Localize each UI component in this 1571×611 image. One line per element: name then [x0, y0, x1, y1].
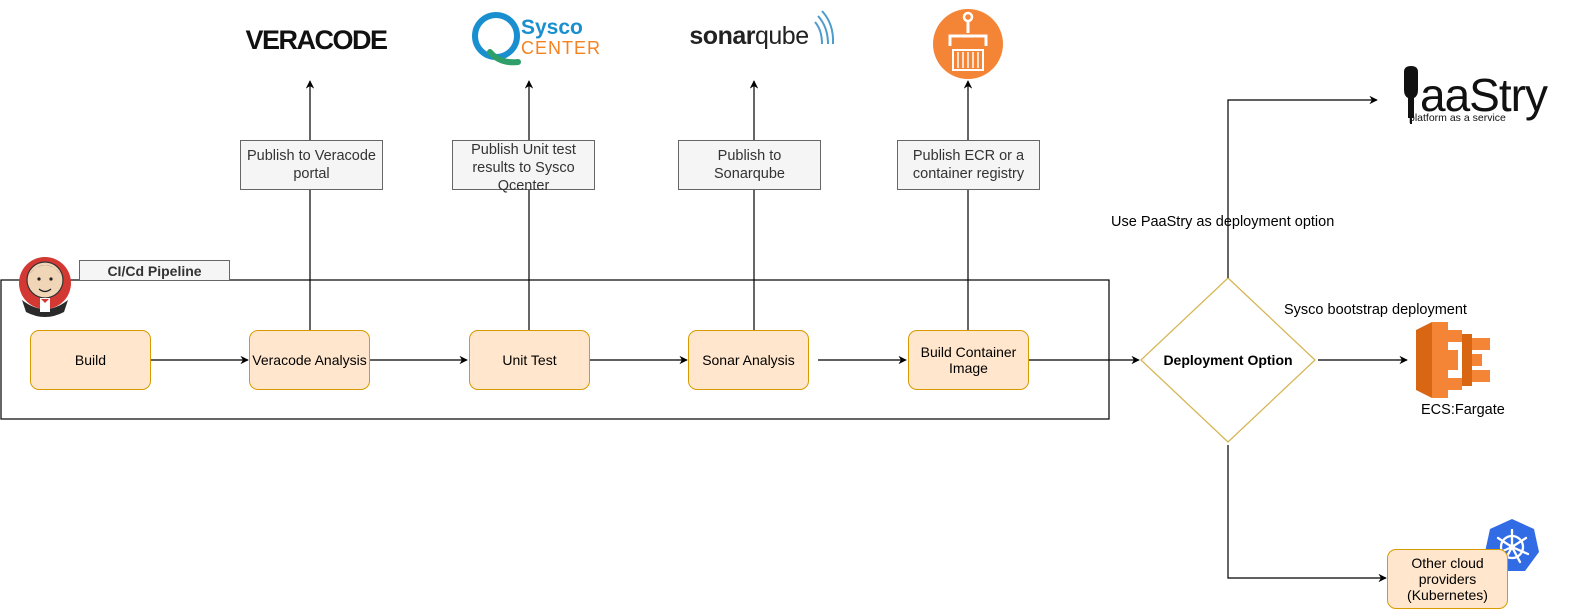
stage-build-label: Build	[74, 352, 107, 368]
stage-veracode-analysis-label: Veracode Analysis	[252, 352, 367, 368]
qcenter-logo: Sysco CENTER	[521, 16, 602, 64]
sonarqube-logo-light: qube	[754, 21, 809, 50]
ecs-fargate-label: ECS:Fargate	[1421, 402, 1505, 418]
note-publish-sonarqube-text: Publish to Sonarqube	[714, 148, 785, 182]
paastry-logo: aaStry platform as a service	[1409, 69, 1548, 138]
edge-label-bootstrap: Sysco bootstrap deployment	[1284, 302, 1467, 318]
stage-veracode-analysis[interactable]: Veracode Analysis	[249, 330, 370, 390]
stage-unit-test-label: Unit Test	[502, 352, 557, 368]
pipeline-title-text: CI/Cd Pipeline	[107, 262, 202, 279]
pipeline-container	[0, 279, 1110, 420]
sonarqube-logo: sonarqube	[682, 18, 816, 54]
note-publish-sonarqube: Publish to Sonarqube	[678, 140, 821, 190]
note-publish-qcenter: Publish Unit test results to Sysco Qcent…	[452, 140, 595, 194]
target-other-cloud-providers[interactable]: Other cloud providers (Kubernetes)	[1387, 549, 1508, 609]
paastry-icon	[1404, 66, 1418, 124]
pipeline-title: CI/Cd Pipeline	[79, 260, 230, 281]
deployment-connectors	[1227, 95, 1408, 583]
stage-build-container-image-label: Build Container Image	[920, 344, 1017, 376]
publish-connectors	[305, 80, 973, 330]
qcenter-logo-ring	[472, 12, 521, 66]
sonarqube-logo-bold: sonar	[689, 21, 755, 50]
note-publish-registry: Publish ECR or a container registry	[897, 140, 1040, 190]
edge-label-paastry: Use PaaStry as deployment option	[1111, 214, 1335, 230]
stage-unit-test[interactable]: Unit Test	[469, 330, 590, 390]
ecs-fargate-icon	[1416, 322, 1490, 398]
paastry-logo-text: aaStry	[1420, 69, 1548, 121]
container-registry-icon	[933, 9, 1003, 79]
note-publish-veracode-text: Publish to Veracode portal	[247, 148, 376, 182]
deployment-option-label: Deployment Option	[1150, 345, 1306, 375]
stage-sonar-analysis-label: Sonar Analysis	[702, 352, 795, 368]
note-publish-qcenter-text: Publish Unit test results to Sysco Qcent…	[471, 142, 576, 194]
note-publish-registry-text: Publish ECR or a container registry	[912, 148, 1025, 182]
target-other-cloud-providers-label: Other cloud providers (Kubernetes)	[1407, 555, 1488, 603]
veracode-logo-text: VERACODE	[245, 24, 388, 55]
deployment-option-diamond	[1140, 277, 1316, 443]
qcenter-logo-bottom: CENTER	[521, 38, 602, 58]
deployment-option-label-text: Deployment Option	[1163, 352, 1293, 368]
stage-build[interactable]: Build	[30, 330, 151, 390]
stage-sonar-analysis[interactable]: Sonar Analysis	[688, 330, 809, 390]
stage-build-container-image[interactable]: Build Container Image	[908, 330, 1029, 390]
note-publish-veracode: Publish to Veracode portal	[240, 140, 383, 190]
jenkins-icon	[19, 257, 71, 317]
qcenter-logo-top: Sysco	[521, 16, 583, 39]
veracode-logo: VERACODE	[238, 22, 394, 58]
paastry-logo-subtitle: platform as a service	[1409, 112, 1506, 124]
sonarqube-waves	[814, 10, 835, 45]
